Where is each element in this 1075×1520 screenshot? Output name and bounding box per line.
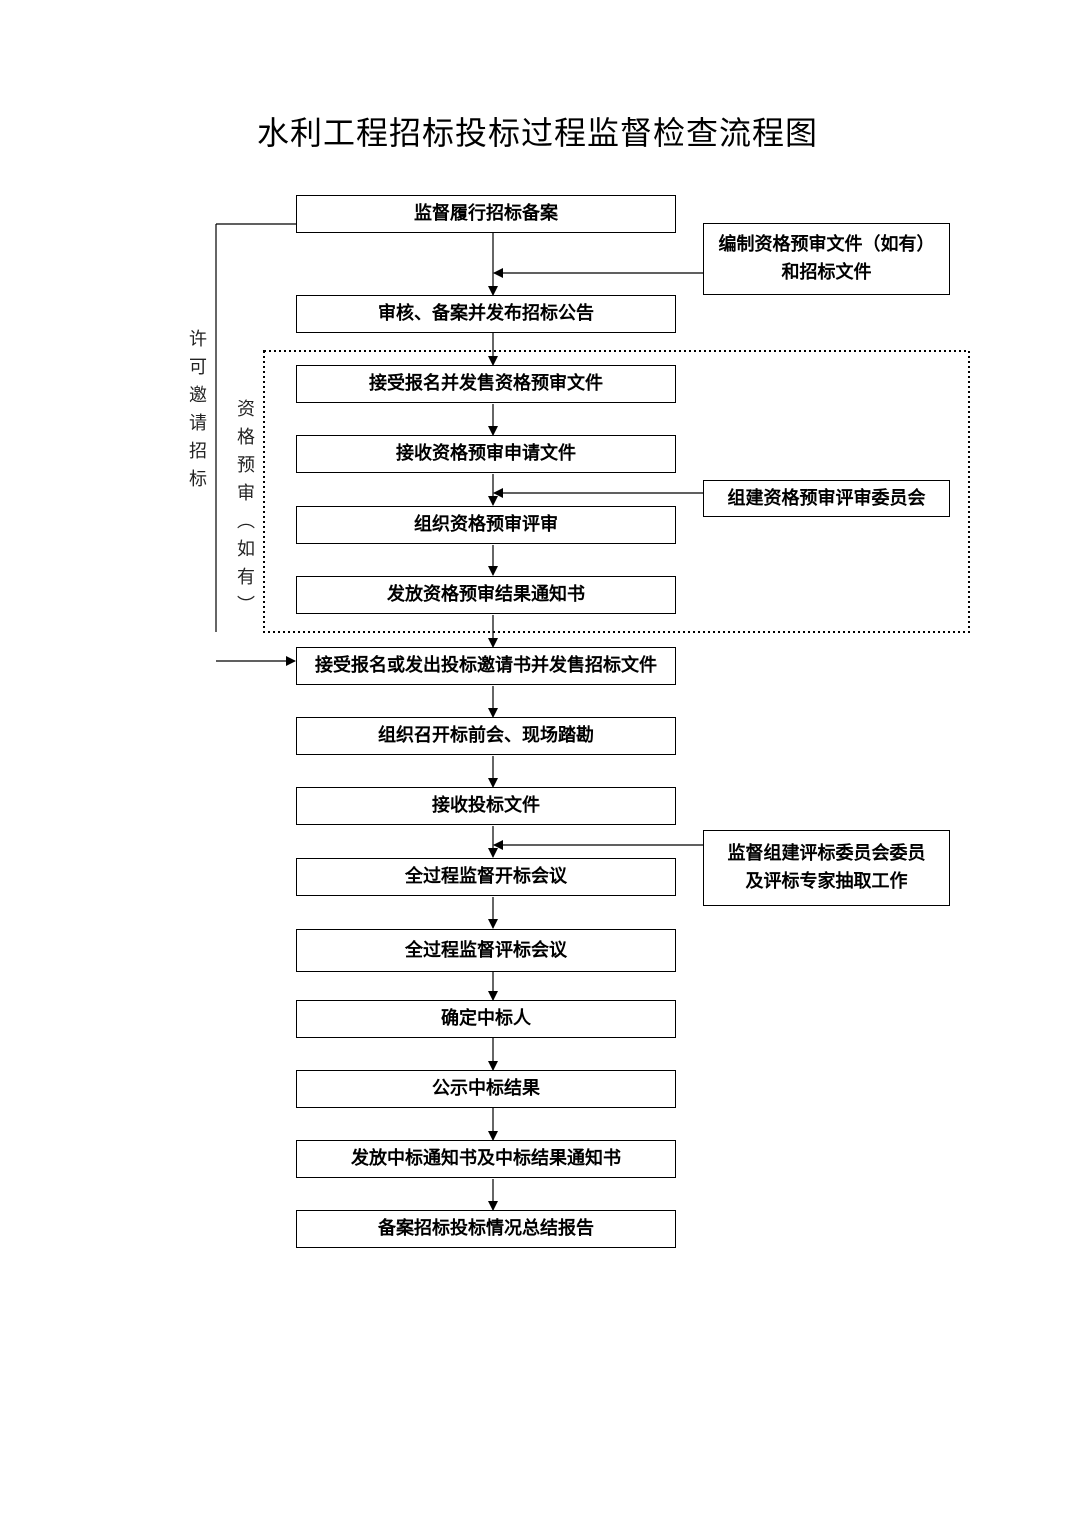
step-prequal-review: 组织资格预审评审 — [296, 506, 676, 544]
side-box-line: 和招标文件 — [781, 262, 872, 283]
side-box-line: 组建资格预审评审委员会 — [727, 487, 926, 509]
step-bid-evaluation: 全过程监督评标会议 — [296, 929, 676, 972]
step-publicize-result: 公示中标结果 — [296, 1070, 676, 1108]
step-select-winner: 确定中标人 — [296, 1000, 676, 1038]
side-box-line: 及评标专家抽取工作 — [745, 871, 908, 892]
page-title: 水利工程招标投标过程监督检查流程图 — [256, 114, 818, 152]
step-site-visit: 组织召开标前会、现场踏勘 — [296, 717, 676, 755]
step-filing: 监督履行招标备案 — [296, 195, 676, 233]
side-box-line: 编制资格预审文件（如有） — [718, 234, 935, 255]
side-box-prequal-docs: 编制资格预审文件（如有） 和招标文件 — [703, 223, 950, 295]
side-box-line: 监督组建评标委员会委员 — [727, 843, 926, 864]
step-sell-prequal-docs: 接受报名并发售资格预审文件 — [296, 365, 676, 403]
step-receive-prequal: 接收资格预审申请文件 — [296, 435, 676, 473]
side-box-evaluation-committee: 监督组建评标委员会委员 及评标专家抽取工作 — [703, 830, 950, 906]
step-prequal-result: 发放资格预审结果通知书 — [296, 576, 676, 614]
step-sell-tender-docs: 接受报名或发出投标邀请书并发售招标文件 — [296, 647, 676, 685]
side-box-prequal-committee: 组建资格预审评审委员会 — [703, 480, 950, 517]
step-award-notice: 发放中标通知书及中标结果通知书 — [296, 1140, 676, 1178]
step-receive-bids: 接收投标文件 — [296, 787, 676, 825]
label-prequal-optional: 资 格 预 审 ︵ 如 有 ︶ — [237, 399, 255, 616]
step-publish-notice: 审核、备案并发布招标公告 — [296, 295, 676, 333]
step-bid-opening: 全过程监督开标会议 — [296, 858, 676, 896]
step-final-report: 备案招标投标情况总结报告 — [296, 1210, 676, 1248]
prequal-frame — [263, 350, 970, 633]
label-invite-tender: 许 可 邀 请 招 标 — [189, 329, 207, 490]
